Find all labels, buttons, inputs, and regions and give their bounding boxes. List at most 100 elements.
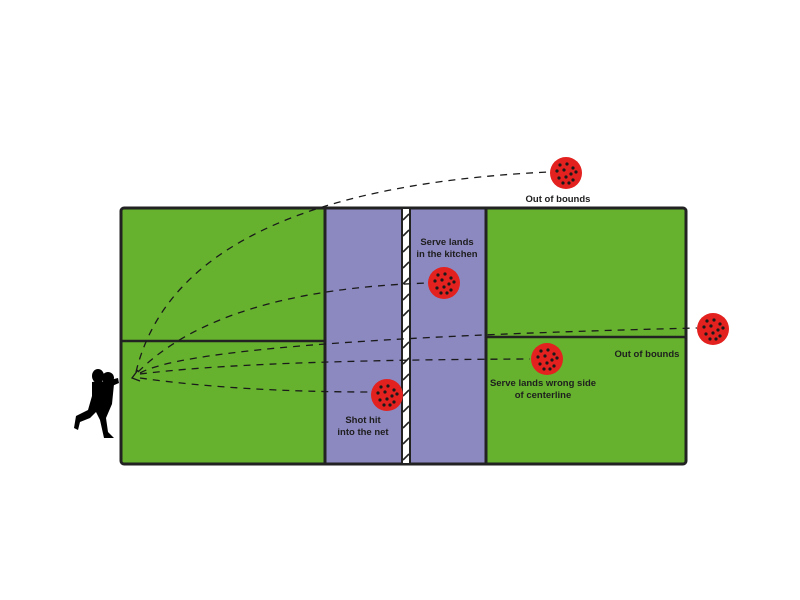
ball-out-of-bounds-right-icon	[697, 313, 729, 345]
ball-hole	[716, 328, 720, 332]
kitchen-right	[410, 208, 486, 464]
ball-hole	[714, 337, 718, 341]
net-stripe	[402, 373, 410, 381]
net-stripe	[402, 277, 410, 285]
ball-hole	[557, 176, 561, 180]
ball-hole	[452, 280, 456, 284]
trajectory-kitchen	[137, 282, 429, 373]
ball-hole	[447, 282, 451, 286]
ball-hole	[562, 168, 566, 172]
label-wrong-side-line1: Serve lands wrong side	[490, 378, 596, 389]
ball-hole	[435, 286, 439, 290]
ball-out-of-bounds-top-icon	[550, 157, 582, 189]
court-left-service-area	[121, 208, 325, 464]
ball-hole	[561, 181, 565, 185]
net-stripe	[402, 341, 410, 349]
ball-hole	[558, 163, 562, 167]
ball-hole	[392, 400, 396, 404]
ball-hole	[548, 367, 552, 371]
ball-hole	[545, 361, 549, 365]
label-kitchen-line2: in the kitchen	[416, 249, 477, 260]
ball-hole	[539, 349, 543, 353]
ball-hole	[379, 385, 383, 389]
label-wrong-side-line2: of centerline	[515, 390, 572, 401]
ball-hole	[721, 326, 725, 330]
trajectory-wrong-side	[139, 358, 531, 375]
ball-hole	[433, 279, 437, 283]
net-stripe	[402, 229, 410, 237]
ball-hole	[376, 391, 380, 395]
ball-hole	[392, 388, 396, 392]
ball-hole	[436, 273, 440, 277]
ball-hole	[385, 397, 389, 401]
label-net-line1: Shot hit	[345, 415, 381, 426]
ball-hole	[702, 325, 706, 329]
kitchen-left	[325, 208, 403, 464]
ball-net-icon	[371, 379, 403, 411]
serve-origin-mark	[130, 369, 141, 382]
ball-hole	[564, 175, 568, 179]
player-silhouette-icon	[74, 369, 119, 438]
trajectory-out-top	[135, 171, 549, 373]
label-out-of-bounds-top: Out of bounds	[526, 194, 591, 205]
ball-wrong-side-icon	[531, 343, 563, 375]
net-stripe	[402, 421, 410, 429]
ball-hole	[383, 390, 387, 394]
ball-hole	[390, 394, 394, 398]
ball-hole	[395, 392, 399, 396]
label-kitchen-line1: Serve lands	[420, 237, 473, 248]
ball-hole	[565, 162, 569, 166]
ball-hole	[712, 318, 716, 322]
ball-hole	[718, 334, 722, 338]
ball-kitchen-icon	[428, 267, 460, 299]
ball-hole	[555, 169, 559, 173]
net-stripe	[402, 213, 410, 221]
ball-hole	[555, 356, 559, 360]
ball-hole	[704, 332, 708, 336]
ball-hole	[708, 337, 712, 341]
ball-hole	[571, 166, 575, 170]
label-net-line2: into the net	[337, 427, 389, 438]
net-stripe	[402, 261, 410, 269]
ball-hole	[711, 331, 715, 335]
ball-hole	[536, 355, 540, 359]
trajectory-net	[139, 377, 373, 393]
ball-hole	[709, 324, 713, 328]
ball-hole	[382, 403, 386, 407]
ball-hole	[718, 322, 722, 326]
net-stripe	[402, 309, 410, 317]
net-stripe	[402, 437, 410, 445]
net-stripe	[402, 389, 410, 397]
trajectory-out-right	[139, 327, 698, 374]
net-stripe	[402, 357, 410, 365]
ball-hole	[546, 348, 550, 352]
ball-hole	[571, 178, 575, 182]
net-stripe	[402, 453, 410, 461]
ball-hole	[705, 319, 709, 323]
ball-hole	[443, 272, 447, 276]
ball-hole	[449, 288, 453, 292]
ball-hole	[445, 291, 449, 295]
net-stripe	[402, 405, 410, 413]
ball-hole	[552, 352, 556, 356]
ball-hole	[543, 354, 547, 358]
net-stripe	[402, 293, 410, 301]
ball-hole	[378, 398, 382, 402]
ball-hole	[552, 364, 556, 368]
net	[401, 207, 411, 465]
net-stripe	[402, 245, 410, 253]
ball-hole	[569, 172, 573, 176]
ball-hole	[442, 285, 446, 289]
ball-hole	[388, 403, 392, 407]
label-out-of-bounds-right: Out of bounds	[615, 349, 680, 360]
ball-hole	[550, 358, 554, 362]
ball-hole	[538, 362, 542, 366]
ball-hole	[386, 384, 390, 388]
ball-hole	[439, 291, 443, 295]
ball-hole	[574, 170, 578, 174]
ball-hole	[449, 276, 453, 280]
ball-hole	[567, 181, 571, 185]
net-stripe	[402, 325, 410, 333]
ball-hole	[440, 278, 444, 282]
